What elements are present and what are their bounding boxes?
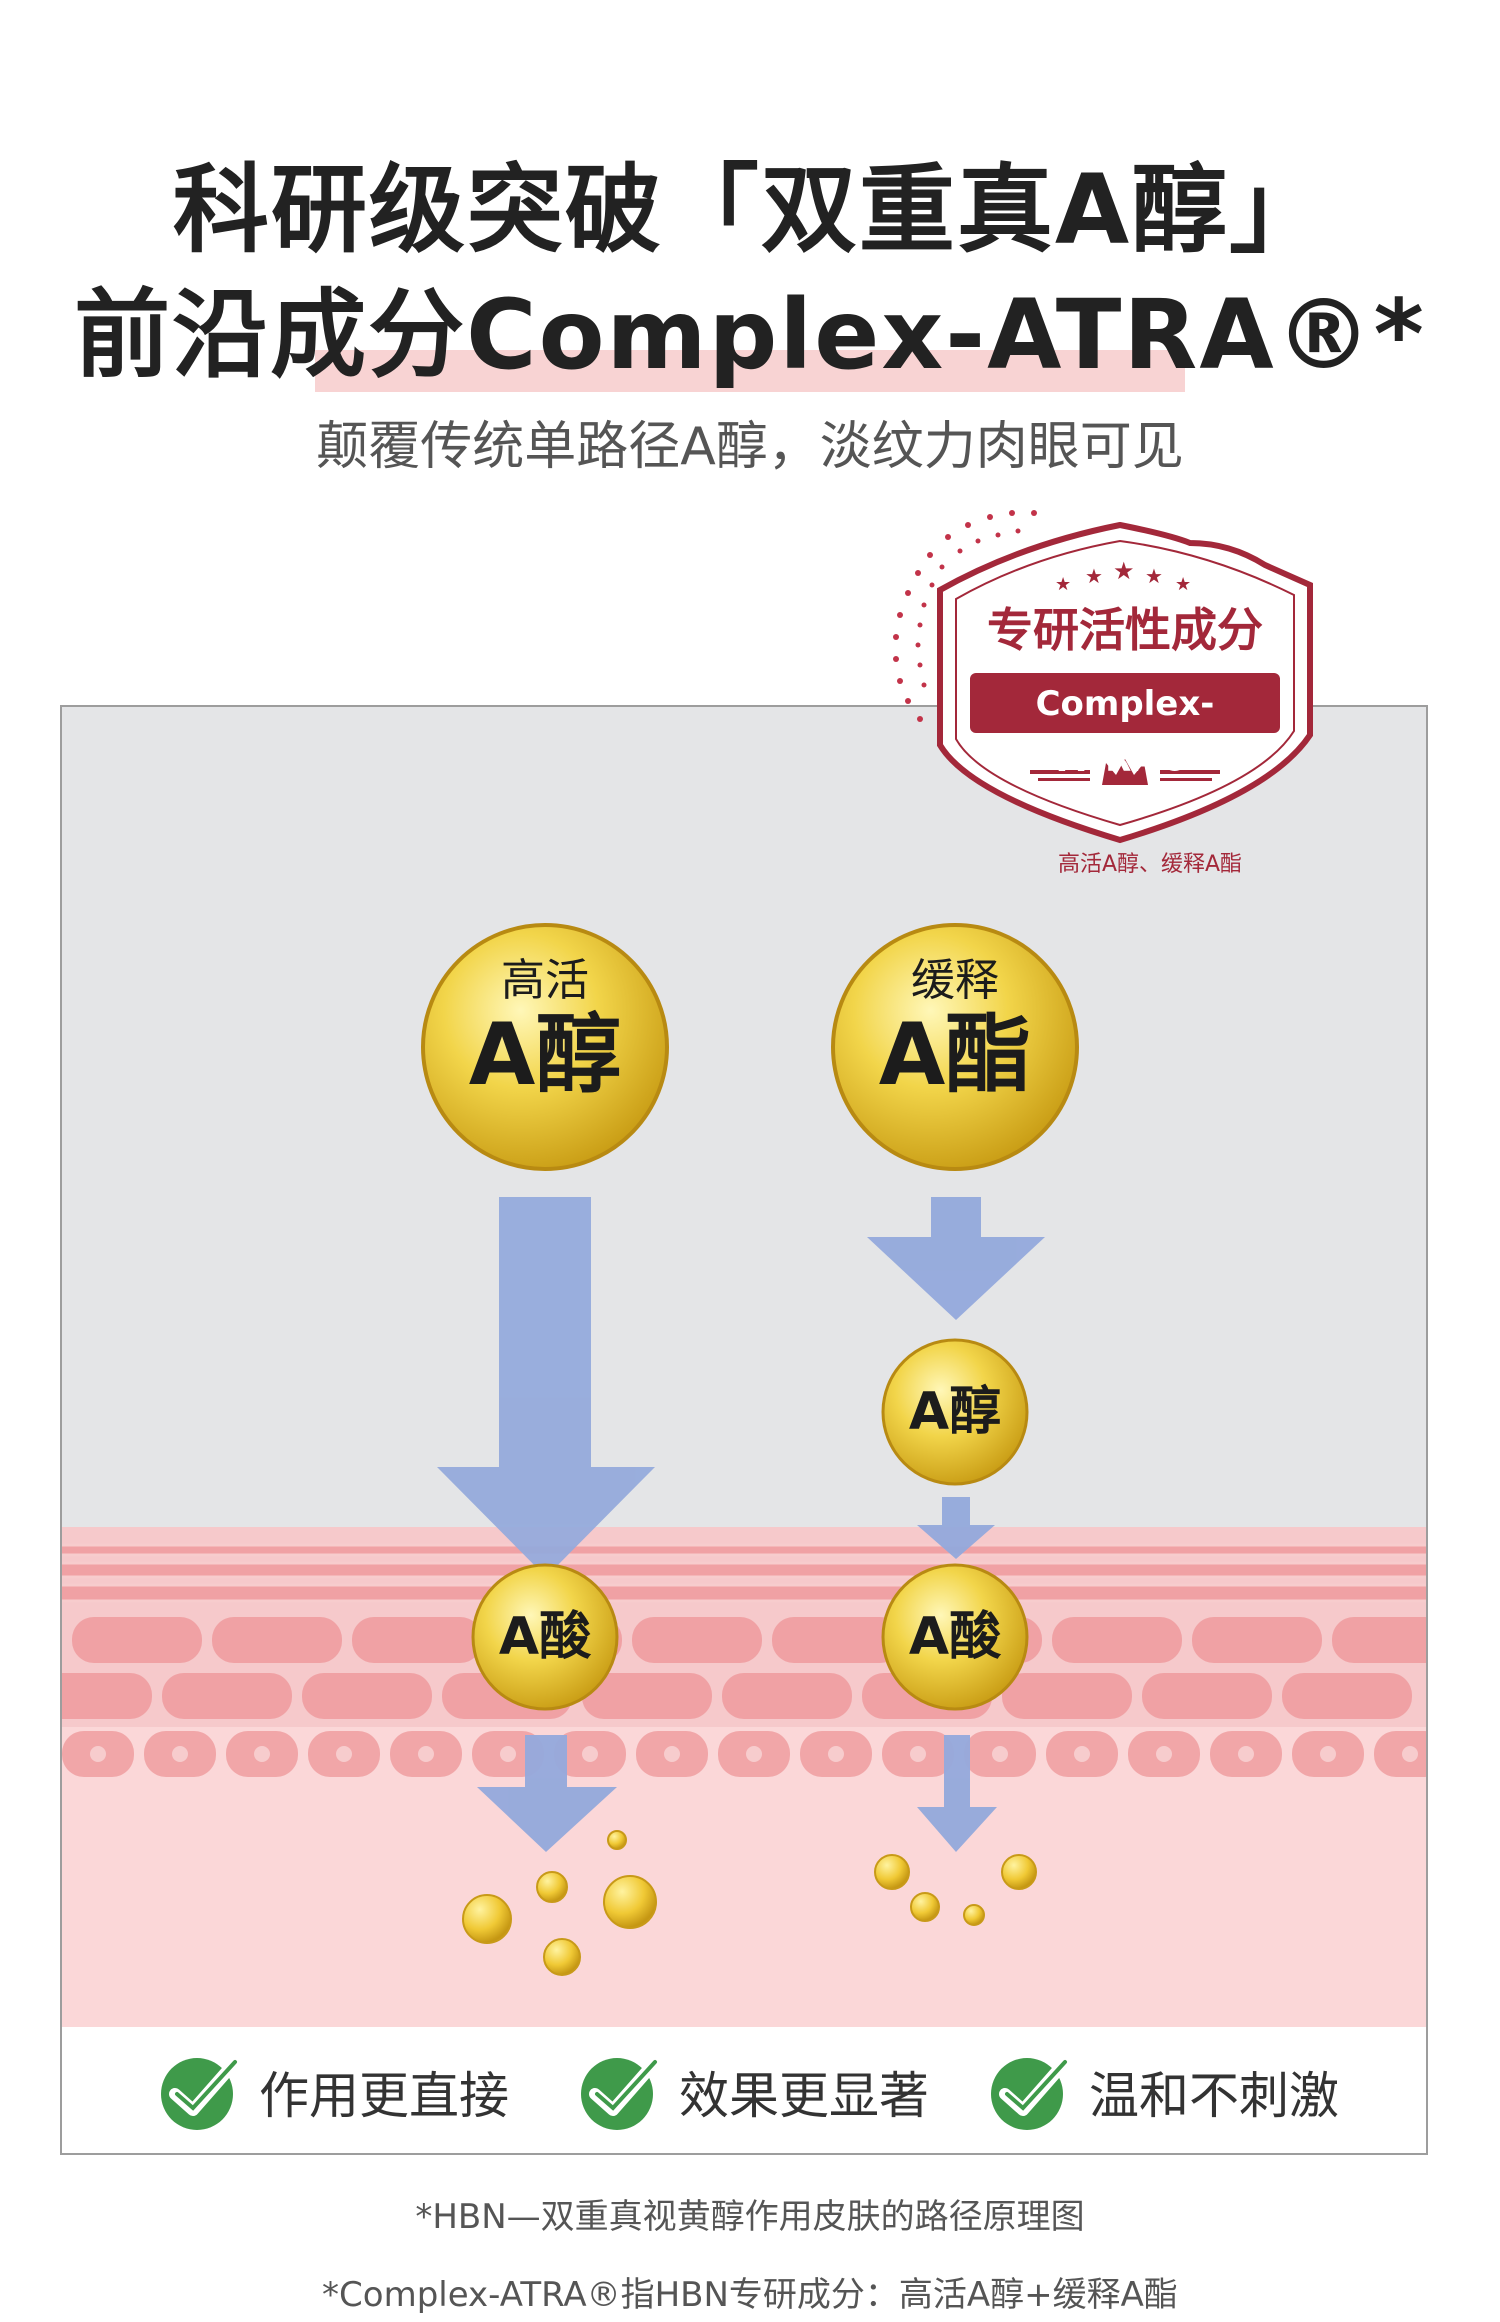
ball-slow-release-retinyl-ester <box>831 923 1079 1171</box>
benefit-2: 效果更显著 <box>577 2027 929 2153</box>
certification-badge: ★ ★ ★ ★ ★ <box>893 510 1313 844</box>
benefit-2-text: 效果更显著 <box>679 2067 929 2125</box>
left-big-arrow <box>437 1197 655 1577</box>
label-high-activity-retinol: 高活 A醇 <box>468 955 622 1105</box>
right-arrow-3 <box>917 1735 997 1852</box>
right-arrow-2 <box>917 1497 995 1559</box>
svg-text:★: ★ <box>1055 574 1071 595</box>
footnote-1: *HBN—双重真视黄醇作用皮肤的路径原理图 <box>415 2197 1085 2237</box>
ball-high-activity-retinol <box>421 923 669 1171</box>
skin-cells <box>62 1543 1426 1603</box>
benefit-3: 温和不刺激 <box>987 2027 1339 2153</box>
benefit-1-text: 作用更直接 <box>259 2067 509 2125</box>
skin-cell-nuclei <box>90 1746 1418 1762</box>
badge-ribbon-text: Complex-ATRA® <box>1035 684 1215 780</box>
label-middle-retinol: A醇 <box>908 1382 1002 1442</box>
check-icon <box>581 2054 661 2130</box>
badge-ribbon <box>970 673 1280 733</box>
benefit-1: 作用更直接 <box>157 2027 509 2153</box>
title-line-2: 前沿成分Complex-ATRA®* <box>74 279 1426 391</box>
surface-layer <box>62 707 1426 1527</box>
left-small-arrow <box>477 1735 617 1852</box>
subtitle: 颠覆传统单路径A醇，淡纹力肉眼可见 <box>316 417 1184 477</box>
ball-middle-retinol <box>881 1338 1029 1486</box>
skin-cells-row-2 <box>62 1673 1412 1719</box>
right-arrow-1 <box>867 1197 1045 1320</box>
sunburst-dots <box>893 510 1037 722</box>
ball-right-retinoic-acid <box>881 1563 1029 1711</box>
label-slow-release-ester: 缓释 A酯 <box>878 955 1032 1105</box>
right-droplets <box>874 1854 1037 1926</box>
badge-shield-inner <box>955 539 1295 827</box>
check-icon <box>161 2054 241 2130</box>
pathway-diagram <box>62 923 1426 1976</box>
ball-left-retinoic-acid <box>471 1563 619 1711</box>
badge-caption: 高活A醇、缓释A酯 <box>1057 852 1243 877</box>
badge-stars: ★ ★ ★ ★ ★ <box>1055 557 1191 595</box>
skin-cells-row-1 <box>72 1617 1426 1663</box>
svg-text:★: ★ <box>1085 564 1103 588</box>
svg-text:★: ★ <box>1113 557 1135 585</box>
footnote-2: *Complex-ATRA®指HBN专研成分：高活A醇+缓释A酯 <box>322 2275 1178 2315</box>
check-icon <box>991 2054 1071 2130</box>
left-droplets <box>462 1830 657 1976</box>
label-right-retinoic-acid: A酸 <box>908 1607 1002 1667</box>
title-line-1: 科研级突破「双重真A醇」 <box>172 154 1328 266</box>
title-highlight-bar <box>315 350 1185 392</box>
benefit-3-text: 温和不刺激 <box>1089 2067 1339 2125</box>
svg-text:★: ★ <box>1175 574 1191 595</box>
label-left-retinoic-acid: A酸 <box>498 1607 592 1667</box>
svg-text:★: ★ <box>1145 564 1163 588</box>
diagram-panel: 高活 A醇 缓释 A酯 A醇 A酸 A酸 作用更直接 效果更显著 温和不刺激 <box>60 705 1428 2155</box>
crown-icon <box>1030 759 1220 785</box>
badge-title: 专研活性成分 <box>987 603 1263 657</box>
